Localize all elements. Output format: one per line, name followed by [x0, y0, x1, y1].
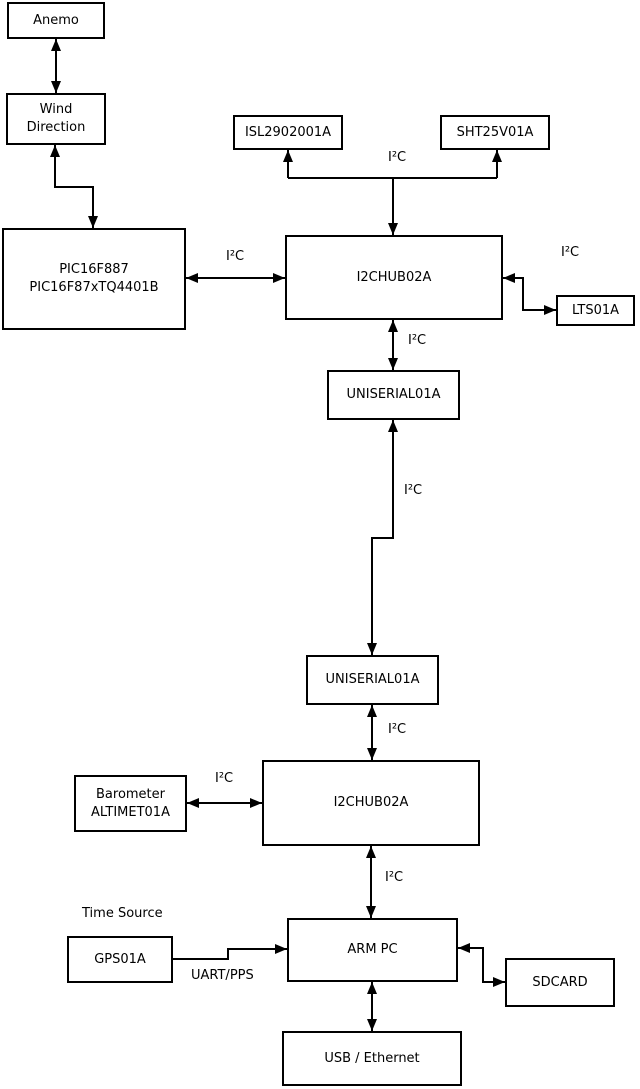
node-uniserial01a-bottom: UNISERIAL01A [306, 655, 439, 705]
node-sdcard: SDCARD [505, 958, 615, 1007]
edge-label-i2c-hub-lts: I²C [561, 245, 580, 260]
node-arm-pc: ARM PC [287, 918, 458, 982]
edge-label-i2c-sensor-bus: I²C [388, 150, 407, 165]
connector-armpc-sdcard [458, 943, 505, 987]
node-uniserial01a-top: UNISERIAL01A [327, 370, 460, 420]
node-wind-direction: Wind Direction [6, 93, 106, 145]
node-gps01a: GPS01A [67, 936, 173, 983]
node-lts01a: LTS01A [556, 295, 635, 326]
edge-label-i2c-uniserial-link: I²C [404, 483, 423, 498]
node-sht25v01a: SHT25V01A [440, 115, 550, 150]
connector-gps-armpc [173, 944, 287, 960]
edge-label-uart-pps: UART/PPS [191, 968, 254, 983]
node-i2chub02a-top: I2CHUB02A [285, 235, 503, 320]
node-barometer-altimet01a: Barometer ALTIMET01A [74, 775, 187, 832]
connector-uniserial-top-uniserial-bottom [367, 420, 398, 655]
edge-label-i2c-hub2-armpc: I²C [385, 870, 404, 885]
edge-label-i2c-barometer: I²C [215, 771, 234, 786]
node-isl2902001a: ISL2902001A [233, 115, 343, 150]
node-anemo: Anemo [7, 2, 105, 39]
edge-label-i2c-hub-uniserial: I²C [408, 333, 427, 348]
edge-label-i2c-uniserial-hub2: I²C [388, 722, 407, 737]
connector-winddirection-pic [50, 145, 98, 228]
node-usb-ethernet: USB / Ethernet [282, 1031, 462, 1086]
node-pic16f887: PIC16F887 PIC16F87xTQ4401B [2, 228, 186, 330]
edge-label-i2c-pic-hub: I²C [226, 249, 245, 264]
node-i2chub02a-bottom: I2CHUB02A [262, 760, 480, 846]
connector-i2chub-top-lts [503, 273, 556, 315]
label-time-source: Time Source [82, 906, 163, 921]
